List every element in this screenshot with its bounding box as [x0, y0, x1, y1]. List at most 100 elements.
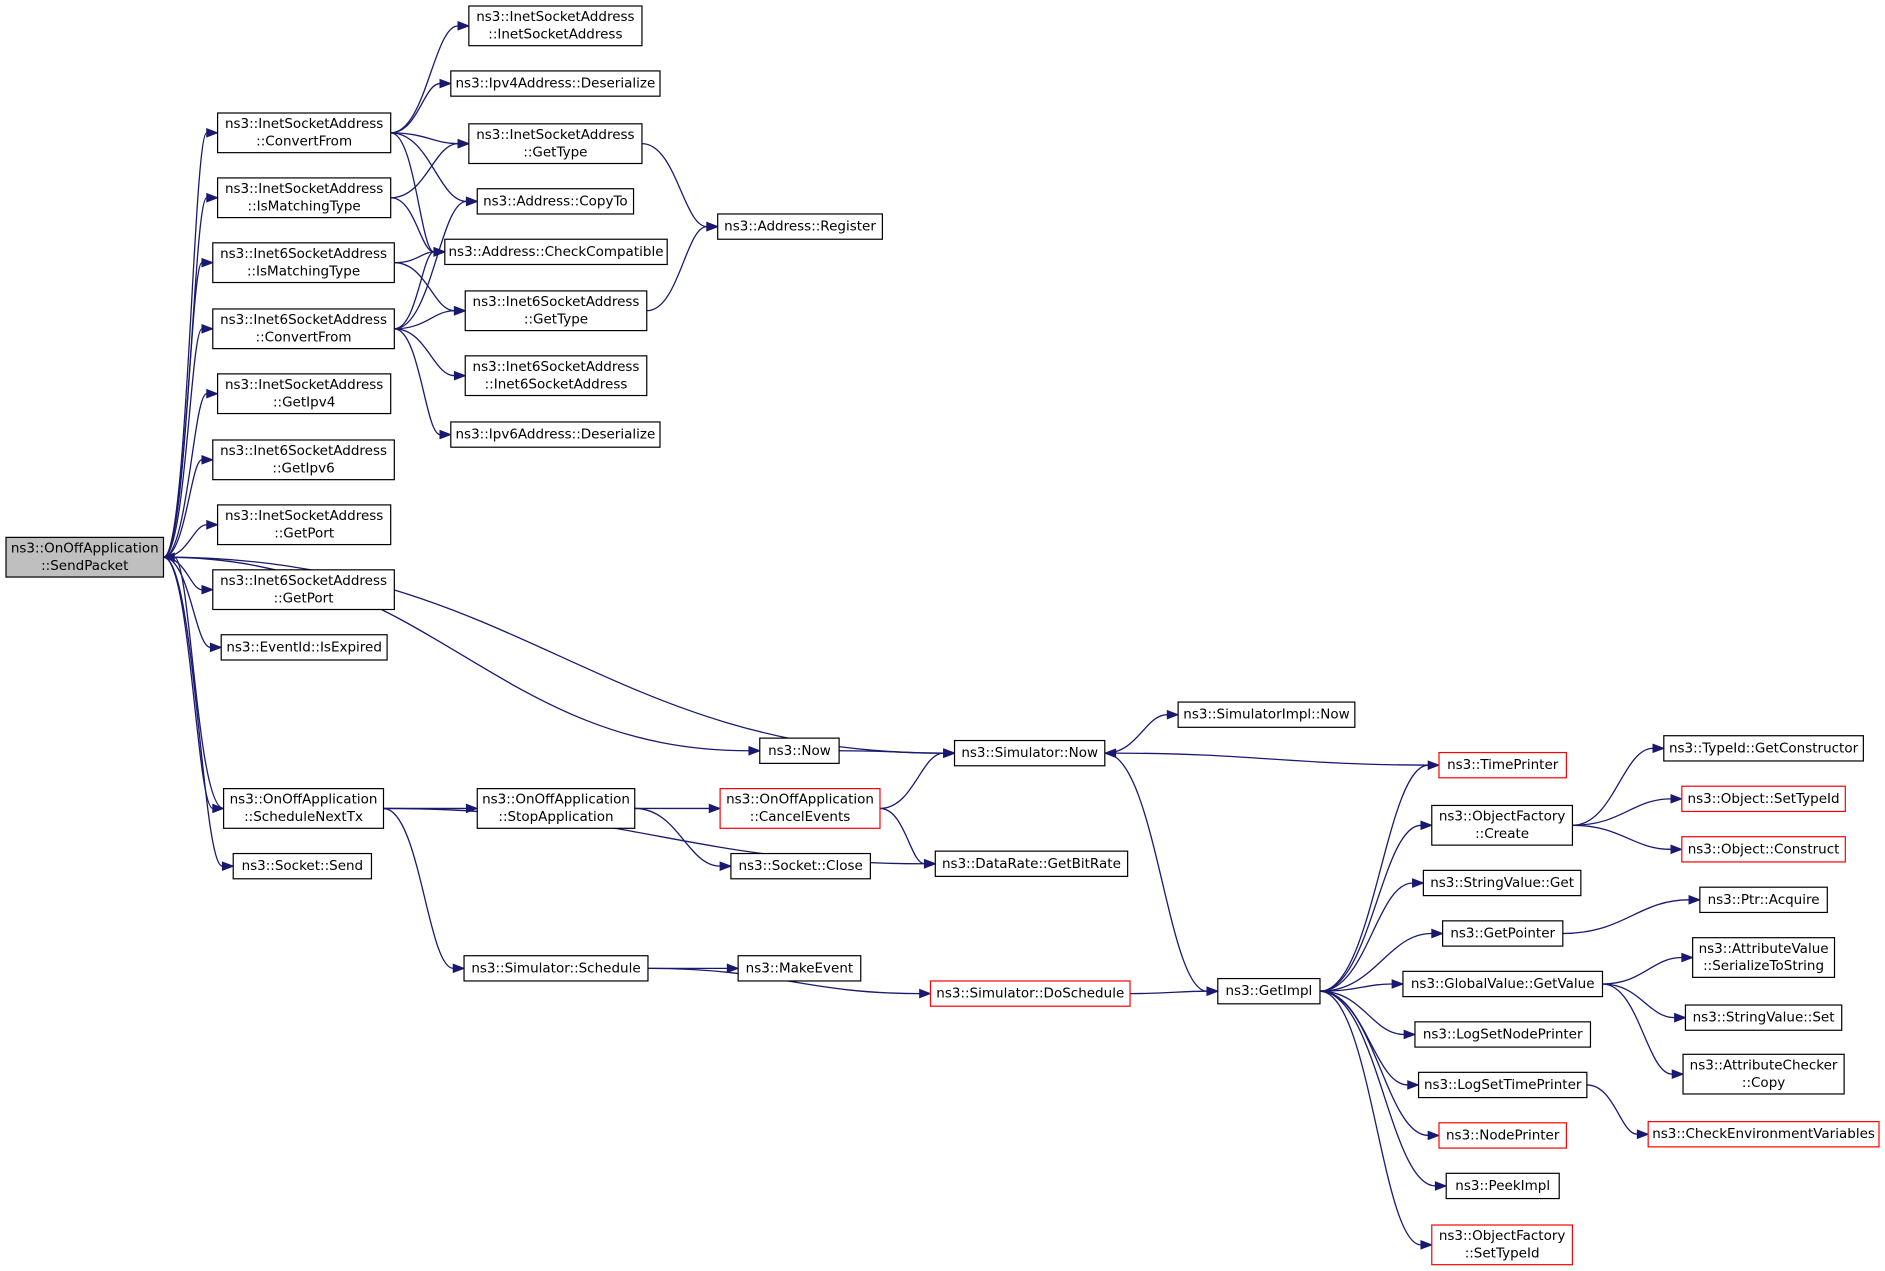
edge-line	[1572, 798, 1672, 826]
node-sock-close[interactable]: ns3::Socket::Close	[730, 852, 871, 880]
node-root[interactable]: ns3::OnOffApplication::SendPacket	[5, 536, 165, 578]
node-label: ns3::Address::Register	[724, 219, 876, 235]
node-label: ns3::Ipv4Address::Deserialize	[456, 76, 656, 92]
node-sv-set[interactable]: ns3::StringValue::Set	[1684, 1004, 1843, 1031]
node-of-create[interactable]: ns3::ObjectFactory::Create	[1431, 804, 1574, 846]
node-onoff-snt[interactable]: ns3::OnOffApplication::ScheduleNextTx	[223, 788, 385, 829]
node-label: ns3::OnOffApplication	[11, 540, 159, 556]
node-sim-now[interactable]: ns3::Simulator::Now	[953, 739, 1106, 767]
node-i6sa-gtype[interactable]: ns3::Inet6SocketAddress::GetType	[464, 290, 648, 332]
node-box	[1647, 1121, 1880, 1148]
arrowhead	[1681, 952, 1695, 963]
node-label: ::ConvertFrom	[256, 330, 352, 346]
edge-line	[1319, 990, 1436, 1187]
node-ptr-acquire[interactable]: ns3::Ptr::Acquire	[1699, 886, 1828, 914]
edge-onoff-stop-to-onoff-cancel	[634, 803, 722, 814]
node-addr-reg[interactable]: ns3::Address::Register	[717, 213, 883, 240]
node-sim-dosched[interactable]: ns3::Simulator::DoSchedule	[929, 980, 1131, 1007]
node-label: ns3::Address::CheckCompatible	[448, 244, 663, 260]
node-i6sa-gport[interactable]: ns3::Inet6SocketAddress::GetPort	[212, 569, 395, 611]
node-box	[1681, 785, 1846, 813]
node-ipv6-des[interactable]: ns3::Ipv6Address::Deserialize	[450, 421, 661, 448]
node-simimpl-now[interactable]: ns3::SimulatorImpl::Now	[1177, 701, 1356, 728]
node-obj-construct[interactable]: ns3::Object::Construct	[1681, 836, 1846, 863]
node-box	[476, 788, 636, 829]
node-log-snp[interactable]: ns3::LogSetNodePrinter	[1414, 1021, 1592, 1048]
edge-getimpl-to-of-create	[1319, 820, 1434, 992]
arrowhead	[206, 128, 220, 138]
node-box	[759, 737, 840, 764]
node-getimpl[interactable]: ns3::GetImpl	[1217, 977, 1321, 1005]
node-box	[1422, 869, 1582, 897]
node-box	[953, 739, 1106, 767]
edge-line	[634, 807, 721, 867]
arrowhead	[457, 21, 471, 31]
node-label: ::StopApplication	[498, 809, 613, 825]
node-label: ns3::Address::CopyTo	[483, 193, 628, 209]
edge-getimpl-to-log-snp	[1319, 990, 1417, 1040]
edge-line	[1319, 882, 1413, 992]
node-i6sa-cf[interactable]: ns3::Inet6SocketAddress::ConvertFrom	[212, 308, 395, 350]
edge-i6sa-cf-to-i6sa-gtype	[394, 305, 467, 330]
node-sim-sched[interactable]: ns3::Simulator::Schedule	[463, 955, 649, 982]
edge-line	[163, 556, 749, 752]
node-isa-ctor[interactable]: ns3::InetSocketAddress::InetSocketAddres…	[468, 5, 643, 47]
node-check-env[interactable]: ns3::CheckEnvironmentVariables	[1647, 1121, 1880, 1148]
node-i6sa-imt[interactable]: ns3::Inet6SocketAddress::IsMatchingType	[212, 242, 395, 284]
edge-root-to-now	[163, 556, 762, 756]
edge-i6sa-cf-to-i6sa-ctor	[394, 328, 467, 381]
node-timeprinter[interactable]: ns3::TimePrinter	[1438, 751, 1568, 779]
node-sv-get[interactable]: ns3::StringValue::Get	[1422, 869, 1582, 897]
arrowhead	[1636, 1129, 1650, 1140]
node-isa-cf[interactable]: ns3::InetSocketAddress::ConvertFrom	[216, 112, 392, 154]
node-peekimpl[interactable]: ns3::PeekImpl	[1445, 1172, 1560, 1200]
edge-line	[390, 143, 459, 199]
edge-line	[1319, 764, 1429, 992]
node-ac-copy[interactable]: ns3::AttributeChecker::Copy	[1682, 1053, 1845, 1095]
node-ipv4-des[interactable]: ns3::Ipv4Address::Deserialize	[450, 70, 661, 97]
arrowhead	[719, 861, 733, 871]
node-addr-cc[interactable]: ns3::Address::CheckCompatible	[444, 238, 668, 266]
node-log-stp[interactable]: ns3::LogSetTimePrinter	[1417, 1071, 1588, 1099]
node-box	[220, 634, 388, 661]
arrowhead	[206, 192, 220, 203]
node-nodeprinter[interactable]: ns3::NodePrinter	[1438, 1122, 1568, 1149]
node-tid-getctor[interactable]: ns3::TypeId::GetConstructor	[1663, 735, 1864, 762]
node-ev-exp[interactable]: ns3::EventId::IsExpired	[220, 634, 388, 661]
node-make-event[interactable]: ns3::MakeEvent	[737, 955, 862, 982]
node-gv-getvalue[interactable]: ns3::GlobalValue::GetValue	[1402, 970, 1604, 998]
node-sock-send[interactable]: ns3::Socket::Send	[232, 852, 373, 880]
edge-log-stp-to-check-env	[1586, 1084, 1650, 1140]
node-label: ns3::Now	[768, 743, 831, 759]
node-onoff-cancel[interactable]: ns3::OnOffApplication::CancelEvents	[719, 788, 881, 829]
node-of-settypeid[interactable]: ns3::ObjectFactory::SetTypeId	[1431, 1224, 1574, 1266]
node-i6sa-ctor[interactable]: ns3::Inet6SocketAddress::Inet6SocketAddr…	[464, 355, 648, 397]
node-dr-gbr[interactable]: ns3::DataRate::GetBitRate	[934, 850, 1129, 877]
edge-isa-cf-to-isa-ctor	[390, 21, 471, 134]
node-label: ::GetPort	[274, 590, 334, 606]
arrowhead	[1434, 1181, 1448, 1191]
node-getpointer[interactable]: ns3::GetPointer	[1442, 920, 1564, 947]
edge-getpointer-to-ptr-acquire	[1562, 894, 1702, 935]
node-now[interactable]: ns3::Now	[759, 737, 840, 764]
node-isa-gip4[interactable]: ns3::InetSocketAddress::GetIpv4	[216, 373, 392, 415]
edge-line	[1572, 747, 1654, 826]
node-box	[1217, 977, 1321, 1005]
node-i6sa-gip6[interactable]: ns3::Inet6SocketAddress::GetIpv6	[212, 439, 395, 481]
node-label: ns3::GetImpl	[1225, 983, 1312, 999]
node-isa-gport[interactable]: ns3::InetSocketAddress::GetPort	[216, 504, 392, 546]
edge-onoff-snt-to-root	[162, 552, 224, 810]
node-label: ns3::StringValue::Get	[1430, 875, 1574, 891]
node-onoff-stop[interactable]: ns3::OnOffApplication::StopApplication	[476, 788, 636, 829]
arrowhead	[439, 78, 453, 89]
node-av-sts[interactable]: ns3::AttributeValue::SerializeToString	[1692, 937, 1836, 978]
edge-root-to-isa-imt	[163, 192, 220, 558]
node-addr-copyto[interactable]: ns3::Address::CopyTo	[476, 188, 635, 215]
node-label: ::SerializeToString	[1703, 958, 1824, 974]
node-isa-imt[interactable]: ns3::InetSocketAddress::IsMatchingType	[216, 177, 392, 219]
edge-line	[390, 197, 435, 253]
edge-line	[390, 132, 459, 145]
edge-onoff-cancel-to-sim-now	[879, 748, 956, 810]
node-obj-settypeid[interactable]: ns3::Object::SetTypeId	[1681, 785, 1846, 813]
node-isa-gtype[interactable]: ns3::InetSocketAddress::GetType	[468, 123, 643, 165]
